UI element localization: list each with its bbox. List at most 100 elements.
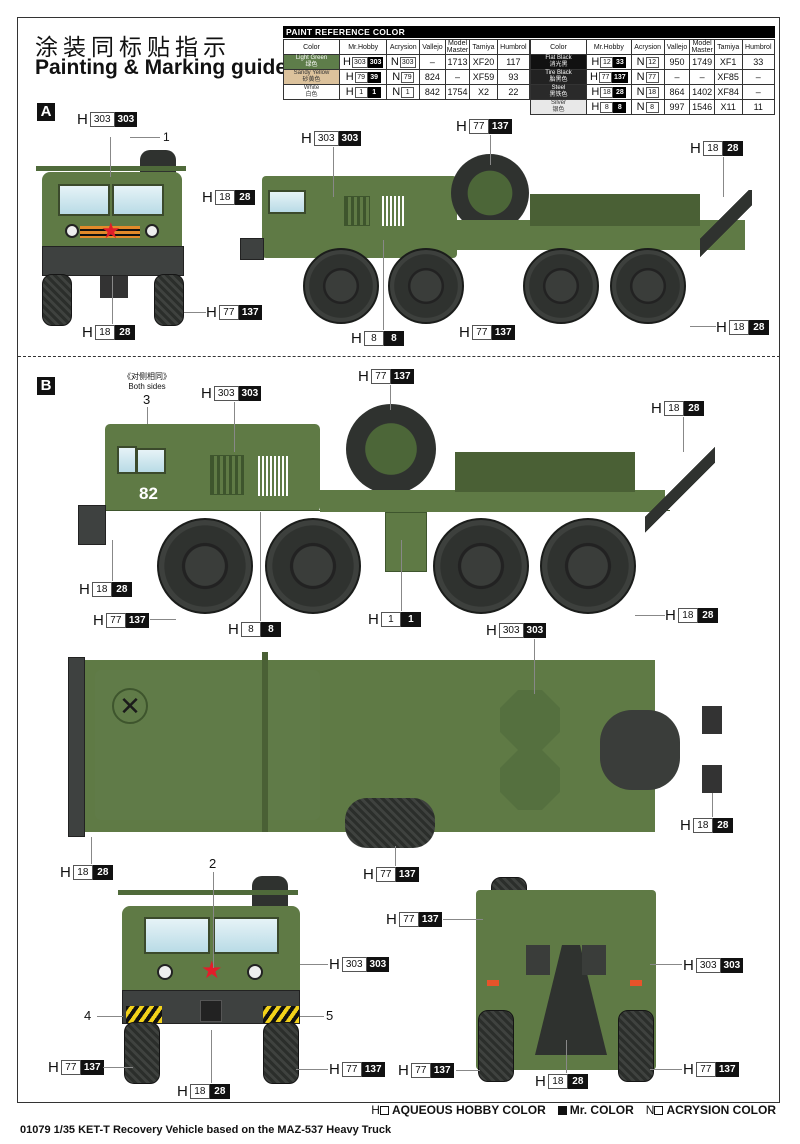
humbrol-code: – bbox=[741, 84, 776, 100]
winch-drum-bottom bbox=[500, 750, 560, 810]
tow-hitch bbox=[200, 1000, 222, 1022]
windshield-left bbox=[144, 917, 210, 954]
vent-louvers bbox=[382, 196, 406, 226]
vallejo-code: 950 bbox=[663, 54, 691, 70]
spare-wheel bbox=[346, 404, 436, 494]
wheel-3 bbox=[433, 518, 529, 614]
hazard-stripe-right bbox=[263, 1006, 299, 1023]
leader-line bbox=[635, 615, 665, 616]
tamiya-code: X2 bbox=[469, 84, 498, 100]
rear-bumper bbox=[78, 505, 106, 545]
product-caption: 01079 1/35 KET-T Recovery Vehicle based … bbox=[20, 1124, 392, 1136]
roof-bar bbox=[118, 890, 298, 895]
leader-line bbox=[300, 1016, 324, 1017]
tire-rear-right bbox=[618, 1010, 654, 1082]
side-window bbox=[136, 448, 166, 474]
section-divider bbox=[18, 356, 780, 357]
leader-line bbox=[650, 964, 682, 965]
leader-line bbox=[112, 276, 113, 324]
tail-light-right bbox=[630, 980, 642, 986]
leader-line bbox=[97, 1016, 123, 1017]
vent-grille bbox=[210, 455, 244, 495]
marking-number-5: 5 bbox=[326, 1008, 334, 1023]
stabilizer-pad bbox=[526, 945, 550, 975]
headlight-left bbox=[65, 224, 79, 238]
stabilizer-pad bbox=[582, 945, 606, 975]
leader-line bbox=[383, 240, 384, 330]
col-model-master: Model Master bbox=[689, 39, 715, 55]
marking-number-2: 2 bbox=[209, 856, 217, 871]
model-master-code: 1546 bbox=[689, 99, 715, 115]
paint-table-right: Color Mr.Hobby Acrysion Vallejo Model Ma… bbox=[530, 39, 776, 115]
stabilizer-arm bbox=[700, 190, 752, 260]
leader-line bbox=[566, 1040, 567, 1073]
leader-line bbox=[650, 1069, 682, 1070]
col-model-master: Model Master bbox=[444, 39, 471, 55]
vehicle-number: 82 bbox=[139, 484, 158, 503]
tamiya-code: XF85 bbox=[713, 69, 743, 85]
chassis-rail bbox=[320, 490, 665, 512]
tail-light-left bbox=[487, 980, 499, 986]
stabilizer-pad bbox=[702, 765, 722, 793]
title-english: Painting & Marking guide bbox=[35, 56, 288, 79]
red-star-icon: ★ bbox=[101, 218, 121, 243]
leader-line bbox=[333, 147, 334, 197]
vallejo-code: 864 bbox=[663, 84, 691, 100]
humbrol-code: 22 bbox=[496, 84, 531, 100]
both-sides-en: Both sides bbox=[128, 382, 166, 391]
vallejo-code: 824 bbox=[419, 69, 446, 85]
col-vallejo: Vallejo bbox=[419, 39, 446, 55]
leader-line bbox=[184, 312, 206, 313]
side-window-front bbox=[117, 446, 137, 474]
leader-line bbox=[112, 540, 113, 581]
col-vallejo: Vallejo bbox=[663, 39, 691, 55]
rear-hitch bbox=[600, 710, 680, 790]
vallejo-code: – bbox=[663, 69, 691, 85]
model-master-code: – bbox=[689, 69, 715, 85]
humbrol-code: 93 bbox=[496, 69, 531, 85]
vent-grille bbox=[344, 196, 370, 226]
leader-line bbox=[712, 793, 713, 817]
humbrol-code: 33 bbox=[741, 54, 776, 70]
tamiya-code: XF59 bbox=[469, 69, 498, 85]
col-humbrol: Humbrol bbox=[496, 39, 531, 55]
leader-line bbox=[390, 385, 391, 410]
rear-bumper bbox=[240, 238, 264, 260]
col-color: Color bbox=[283, 39, 340, 55]
col-mrhobby: Mr.Hobby bbox=[586, 39, 632, 55]
wheel-3 bbox=[523, 248, 599, 324]
tamiya-code: XF1 bbox=[713, 54, 743, 70]
leader-line bbox=[443, 919, 483, 920]
leader-line bbox=[150, 619, 176, 620]
recovery-equipment bbox=[455, 452, 635, 492]
box-icon bbox=[379, 1106, 389, 1115]
page-frame bbox=[17, 17, 780, 1103]
headlight-left bbox=[157, 964, 173, 980]
tire-front-left bbox=[124, 1022, 160, 1084]
